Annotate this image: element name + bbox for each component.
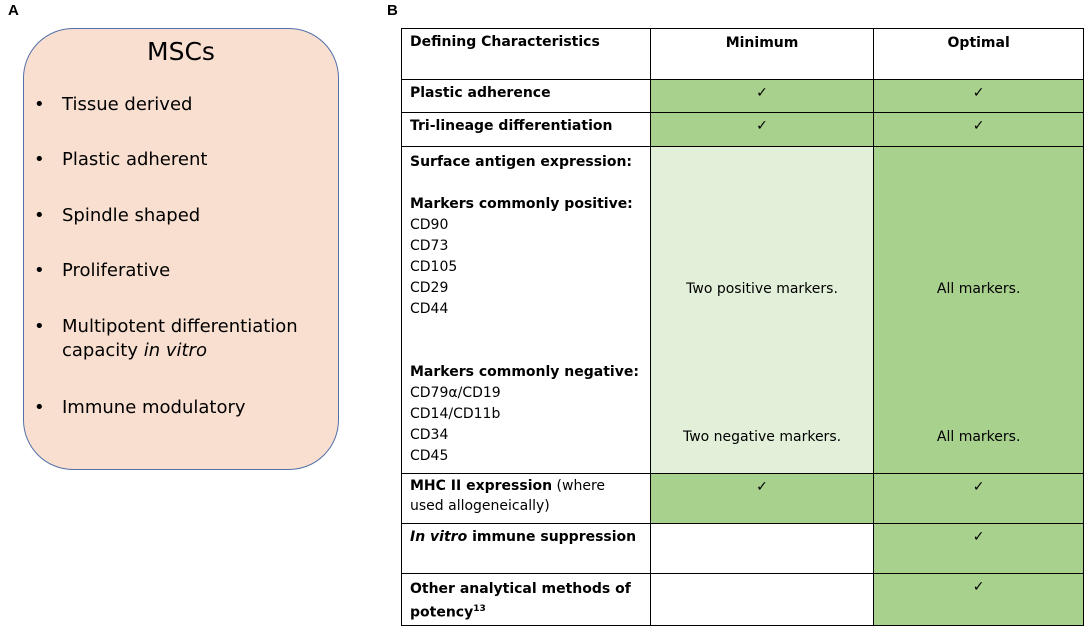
msc-item-text: Proliferative (62, 260, 171, 281)
marker-item: CD73 (410, 238, 449, 254)
min-positive-text: Two positive markers. (686, 281, 838, 297)
mhc-label-line2: used allogeneically) (410, 498, 550, 514)
bullet-icon: • (34, 397, 45, 418)
immune-label-cell: In vitro immune suppression (401, 523, 651, 574)
msc-item-plastic-adherent: • Plastic adherent (34, 148, 332, 172)
msc-item-spindle-shaped: • Spindle shaped (34, 204, 332, 228)
check-icon: ✓ (649, 79, 875, 113)
mhc-label-bold: MHC II expression (410, 478, 553, 494)
surface-antigen-cell: Surface antigen expression: Markers comm… (401, 146, 651, 474)
row-label: Tri-lineage differentiation (401, 112, 651, 147)
bullet-icon: • (34, 149, 45, 170)
potency-label-line1: Other analytical methods of (410, 581, 631, 597)
msc-item-immune-modulatory: • Immune modulatory (34, 396, 332, 420)
mhc-label-cell: MHC II expression (where used allogeneic… (401, 473, 651, 524)
bullet-icon: • (34, 260, 45, 281)
header-defining-characteristics: Defining Characteristics (401, 28, 651, 80)
check-icon: ✓ (649, 473, 875, 524)
surface-antigen-heading: Surface antigen expression: (410, 154, 633, 170)
panel-a-label: A (8, 2, 19, 19)
potency-label-line2: potency (410, 604, 474, 621)
panel-b-label: B (387, 2, 398, 19)
msc-item-text: Tissue derived (62, 94, 193, 115)
msc-item-text: Spindle shaped (62, 205, 201, 226)
bullet-icon: • (34, 205, 45, 226)
marker-item: CD44 (410, 301, 449, 317)
check-icon: ✓ (873, 573, 1084, 626)
table-row-immune-suppression: In vitro immune suppression ✓ (401, 523, 1084, 574)
negative-markers-heading: Markers commonly negative: (410, 364, 639, 380)
msc-item-text: capacity (62, 340, 144, 361)
min-negative-text: Two negative markers. (682, 429, 842, 445)
potency-label-cell: Other analytical methods of potency13 (401, 573, 651, 626)
check-icon: ✓ (873, 523, 1084, 574)
table-row-potency: Other analytical methods of potency13 ✓ (401, 573, 1084, 626)
check-icon: ✓ (649, 112, 875, 147)
msc-item-multipotent: • Multipotent differentiation capacity i… (34, 315, 332, 363)
empty-cell (649, 523, 875, 574)
check-icon: ✓ (873, 473, 1084, 524)
msc-item-italic-text: in vitro (143, 340, 207, 361)
table-row-plastic-adherence: Plastic adherence ✓ ✓ (401, 79, 1084, 113)
surface-optimal-cell: All markers. All markers. (873, 146, 1084, 474)
marker-item: CD45 (410, 448, 449, 464)
table-row-surface-antigen: Surface antigen expression: Markers comm… (401, 146, 1084, 474)
opt-positive-text: All markers. (936, 281, 1021, 297)
table-row-tri-lineage: Tri-lineage differentiation ✓ ✓ (401, 112, 1084, 147)
empty-cell (649, 573, 875, 626)
table-row-mhc-ii: MHC II expression (where used allogeneic… (401, 473, 1084, 524)
check-icon: ✓ (873, 112, 1084, 147)
opt-negative-text: All markers. (936, 429, 1021, 445)
marker-item: CD29 (410, 280, 449, 296)
table-header-row: Defining Characteristics Minimum Optimal (401, 28, 1084, 80)
header-optimal: Optimal (873, 28, 1084, 80)
marker-item: CD90 (410, 217, 449, 233)
mhc-label-rest: (where (552, 478, 606, 494)
msc-properties-box: MSCs • Tissue derived • Plastic adherent… (23, 28, 339, 470)
marker-item: CD79α/CD19 (410, 385, 501, 401)
msc-item-text: Multipotent differentiation (62, 316, 298, 337)
check-icon: ✓ (873, 79, 1084, 113)
potency-citation: 13 (473, 604, 486, 614)
msc-item-text: Plastic adherent (62, 149, 208, 170)
marker-item: CD14/CD11b (410, 406, 501, 422)
marker-item: CD105 (410, 259, 458, 275)
msc-item-proliferative: • Proliferative (34, 259, 332, 283)
header-minimum: Minimum (649, 28, 875, 80)
positive-markers-heading: Markers commonly positive: (410, 196, 633, 212)
bullet-icon: • (34, 316, 45, 337)
msc-characteristics-table: Defining Characteristics Minimum Optimal… (401, 28, 1084, 626)
immune-label-rest: immune suppression (467, 529, 637, 545)
marker-item: CD34 (410, 427, 449, 443)
msc-title: MSCs (147, 37, 215, 66)
immune-label-italic: In vitro (410, 529, 468, 545)
msc-item-text: Immune modulatory (62, 397, 246, 418)
surface-minimum-cell: Two positive markers. Two negative marke… (649, 146, 875, 474)
bullet-icon: • (34, 94, 45, 115)
msc-item-tissue-derived: • Tissue derived (34, 93, 332, 117)
row-label: Plastic adherence (401, 79, 651, 113)
